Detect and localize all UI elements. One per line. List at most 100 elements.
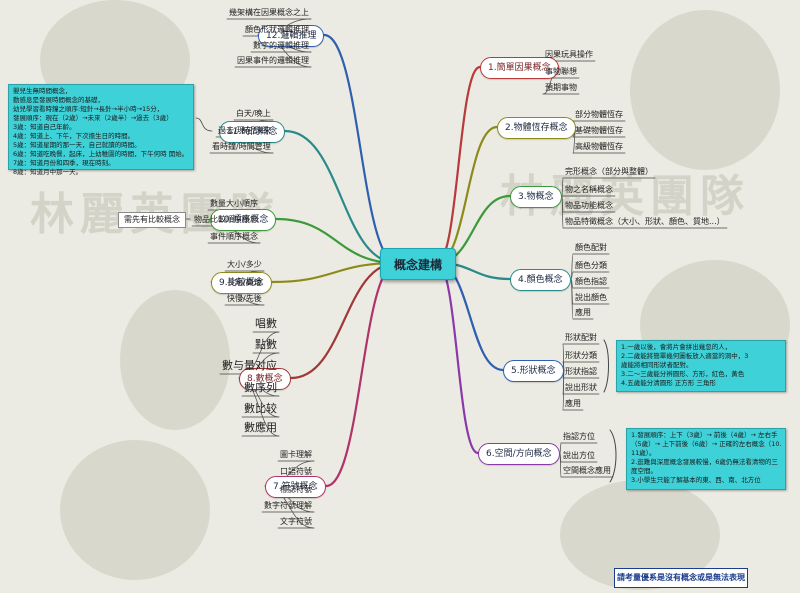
branch-node[interactable]: 5.形狀概念	[503, 360, 564, 382]
note-line: 11歲）。	[631, 449, 656, 457]
note-space-development: 1.發展順序：上下（3歲）→ 前後（4歲）→ 左右手 （5歲）→ 上下前後（6歲…	[626, 428, 786, 490]
note-line: 度空間。	[631, 467, 657, 475]
background-blob	[60, 440, 210, 580]
note-line: 5歲：知道星期的那一天，自己就讀的時間。	[13, 141, 141, 149]
note-line: 3.小學生只能了解基本的東、西、南、北方位	[631, 476, 761, 484]
leaf-node[interactable]: 因果事件的邏輯推理	[237, 56, 309, 65]
leaf-node[interactable]: 顏色指認	[575, 277, 607, 286]
leaf-node[interactable]: 快慢/先後	[227, 294, 262, 303]
leaf-node[interactable]: 應用	[575, 308, 591, 317]
leaf-node[interactable]: 說出顏色	[575, 293, 607, 302]
leaf-node[interactable]: 物之名稱概念	[565, 185, 613, 194]
leaf-node[interactable]: 點數	[255, 338, 277, 351]
leaf-node[interactable]: 標誌符號	[280, 485, 312, 494]
footer-note: 請考量優系是沒有概念或是無法表現	[614, 568, 748, 588]
note-line: 3歲：知道自己年齡。	[13, 123, 76, 131]
central-topic[interactable]: 概念建構	[380, 248, 456, 280]
note-line: 歲能將相同形狀者配對。	[621, 361, 693, 369]
leaf-node[interactable]: 高級物體恆存	[575, 142, 623, 151]
leaf-node[interactable]: 長短/高矮	[227, 278, 262, 287]
connector-line	[274, 217, 399, 265]
branch-node[interactable]: 12.邏輯推理	[258, 25, 325, 47]
note-line: 4歲：知道上、下午，下次擔生日的時間。	[13, 132, 135, 140]
note-line: 幼兒學習看時鐘之順序:短針→長針→半小時→15分，	[13, 105, 164, 113]
leaf-node[interactable]: 顏色分類	[575, 261, 607, 270]
leaf-node[interactable]: 數字符號理解	[264, 501, 312, 510]
leaf-node[interactable]: 過去/現在/未來	[218, 126, 272, 135]
connector-line	[324, 261, 399, 488]
connector-line	[270, 261, 399, 284]
branch-node[interactable]: 8.數概念	[239, 368, 291, 390]
leaf-node[interactable]: 圖卡理解	[280, 450, 312, 459]
leaf-node[interactable]: 物品功能概念	[565, 201, 613, 210]
note-line: 3.二～三歲能分辨圓形、方形，紅色，黃色	[621, 370, 745, 378]
leaf-node[interactable]: 文字符號	[280, 517, 312, 526]
leaf-node[interactable]: 預期事物	[545, 83, 577, 92]
background-blob	[120, 290, 230, 430]
connector-line	[609, 429, 617, 483]
leaf-node[interactable]: 數比较	[244, 402, 277, 415]
note-line: （5歲）→ 上下前後（6歲）→ 正確的左右概念（10、	[631, 440, 781, 448]
background-blob	[630, 10, 780, 170]
leaf-node[interactable]: 應用	[565, 399, 581, 408]
branch-node[interactable]: 6.空間/方向概念	[478, 443, 560, 465]
connector-line	[195, 117, 213, 132]
note-shape-development: 1.一歲以後，會將片會拼出幾忽的人， 2.二歲能將簡單幾何圖板放入適當的洞中，3…	[616, 340, 786, 392]
branch-node[interactable]: 4.顏色概念	[510, 269, 571, 291]
leaf-node[interactable]: 幾架構在因果概念之上	[229, 8, 309, 17]
leaf-node[interactable]: 物品特徵概念（大小、形狀、顏色、質地...）	[565, 217, 725, 226]
leaf-node[interactable]: 白天/晚上	[236, 109, 271, 118]
branch-node[interactable]: 11.時間概念	[219, 121, 286, 143]
note-line: 1.發展順序：上下（3歲）→ 前後（4歲）→ 左右手	[631, 431, 778, 439]
leaf-node[interactable]: 事件順序概念	[210, 232, 258, 241]
leaf-node[interactable]: 數序列	[244, 381, 277, 394]
leaf-node[interactable]: 數應用	[244, 421, 277, 434]
leaf-node[interactable]: 事物聯想	[545, 67, 577, 76]
note-line: 2.二歲能將簡單幾何圖板放入適當的洞中，3	[621, 352, 749, 360]
note-line: 1.一歲以後，會將片會拼出幾忽的人，	[621, 343, 732, 351]
leaf-node[interactable]: 顏色配對	[575, 243, 607, 252]
connector-line	[561, 195, 564, 229]
branch-node[interactable]: 2.物體恆存概念	[497, 117, 576, 139]
connector-line	[562, 369, 565, 411]
leaf-node[interactable]: 說出方位	[563, 451, 595, 460]
leaf-node[interactable]: 大小/多少	[227, 260, 262, 269]
note-line: 嬰兒生無時間概念，	[13, 87, 72, 95]
leaf-node[interactable]: 部分物體恆存	[575, 110, 623, 119]
leaf-node[interactable]: 指認方位	[563, 432, 595, 441]
connector-line	[572, 126, 577, 154]
connector-line	[289, 261, 399, 380]
connector-line	[322, 33, 399, 265]
leaf-node[interactable]: 基礎物體恆存	[575, 126, 623, 135]
leaf-node[interactable]: 形狀指認	[565, 367, 597, 376]
leaf-node[interactable]: 形狀配對	[565, 333, 597, 342]
connector-line	[283, 129, 399, 265]
leaf-node[interactable]: 數量大小順序	[210, 199, 258, 208]
leaf-node[interactable]: 空間概念應用	[563, 466, 611, 475]
branch-node[interactable]: 1.簡單因果概念	[480, 57, 559, 79]
leaf-node[interactable]: 唱數	[255, 317, 277, 330]
leaf-node[interactable]: 因果玩具操作	[545, 50, 593, 59]
note-line: 8歲：知道月中那一天。	[13, 168, 83, 176]
branch-node[interactable]: 3.物概念	[510, 186, 562, 208]
connector-line	[435, 261, 480, 455]
leaf-node[interactable]: 完形概念（部分與整體）	[565, 167, 653, 176]
connector-line	[559, 442, 562, 454]
leaf-node[interactable]: 數字的邏輯推理	[253, 41, 309, 50]
leaf-node[interactable]: 物品比較順序概念	[194, 215, 258, 224]
leaf-node[interactable]: 數与量对应	[222, 359, 277, 372]
note-line: 4.五歲能分清圓形 正方形 三角形	[621, 379, 716, 387]
leaf-node[interactable]: 顏色形狀邏輯推理	[245, 25, 309, 34]
leaf-node[interactable]: 口語符號	[280, 467, 312, 476]
leaf-node[interactable]: 形狀分類	[565, 351, 597, 360]
connector-line	[561, 177, 564, 197]
connector-line	[570, 278, 574, 320]
note-line: 6歲：知道吃晚餐，起床，上幼稚園的時間，下午何時 開始。	[13, 150, 189, 158]
branch-node[interactable]: 7.符號概念	[265, 476, 326, 498]
connector-line	[559, 452, 562, 478]
branch-node[interactable]: 9.比較概念	[211, 272, 272, 294]
note-line: 7歲：知道月份和四季，現在時刻。	[13, 159, 115, 167]
branch-node[interactable]: 10.順序概念	[210, 209, 277, 231]
leaf-node[interactable]: 說出形狀	[565, 383, 597, 392]
leaf-node[interactable]: 看時鐘/時間管理	[212, 142, 271, 151]
